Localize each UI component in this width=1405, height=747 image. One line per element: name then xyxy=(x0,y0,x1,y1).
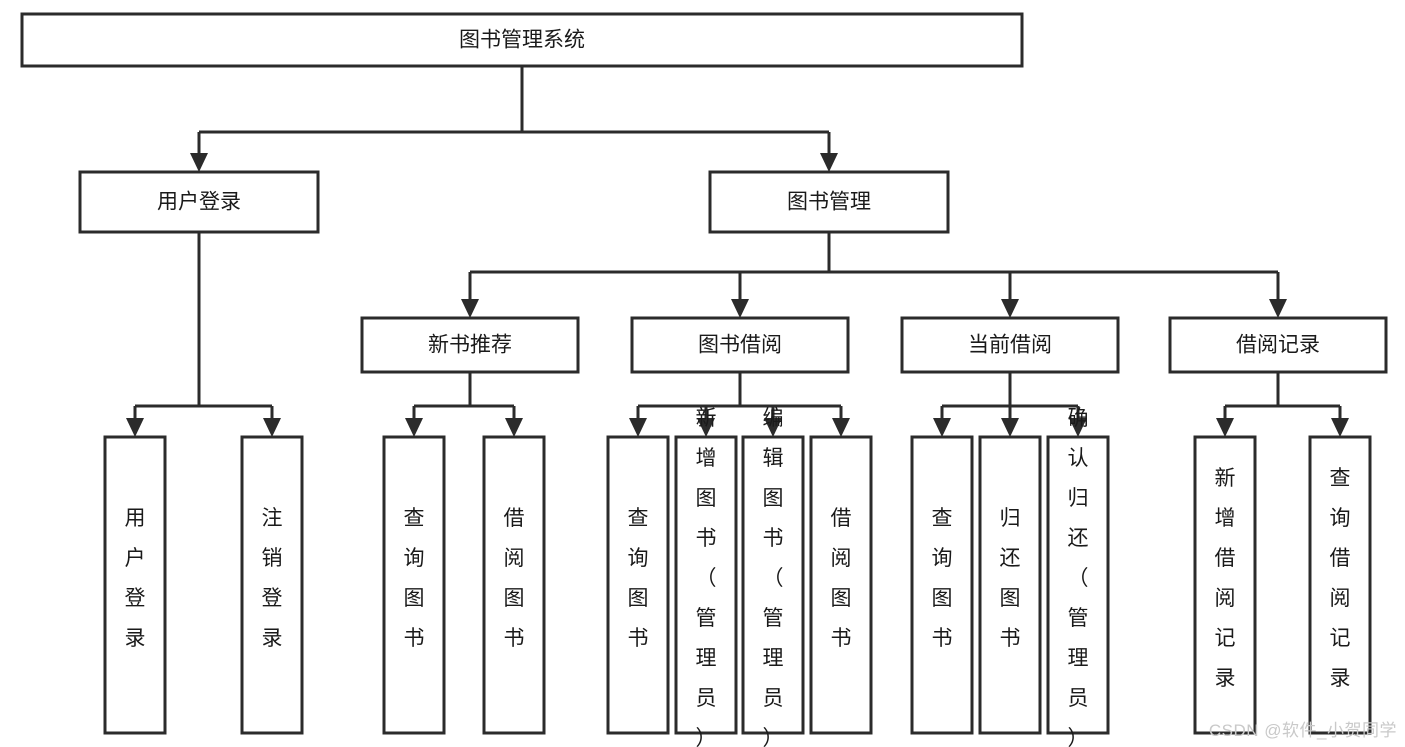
leaf-current-2-label: 归还图书 xyxy=(1000,507,1021,650)
leaf-current-1[interactable]: 查询图书 xyxy=(910,435,974,735)
leaf-user-login-2[interactable]: 注销登录 xyxy=(240,435,304,735)
leaf-record-1-label: 新增借阅记录 xyxy=(1215,467,1236,690)
leaf-current-3[interactable]: 确认归还（管理员） xyxy=(1046,407,1110,747)
node-borrow-record[interactable]: 借阅记录 xyxy=(1168,316,1388,374)
node-user-login[interactable]: 用户登录 xyxy=(78,170,320,234)
leaf-borrow-3[interactable]: 编辑图书（管理员） xyxy=(741,407,805,747)
node-current-borrow[interactable]: 当前借阅 xyxy=(900,316,1120,374)
node-new-book[interactable]: 新书推荐 xyxy=(360,316,580,374)
leaf-borrow-1-label: 查询图书 xyxy=(628,507,649,650)
leaf-current-2[interactable]: 归还图书 xyxy=(978,435,1042,735)
edge-new-book-to-leaves xyxy=(405,372,523,437)
leaf-borrow-4[interactable]: 借阅图书 xyxy=(809,435,873,735)
leaf-record-2-label: 查询借阅记录 xyxy=(1330,467,1351,690)
edge-user-login-to-leaves xyxy=(126,232,281,437)
leaf-borrow-1[interactable]: 查询图书 xyxy=(606,435,670,735)
csdn-watermark: CSDN @软件_小贺同学 xyxy=(1208,721,1397,740)
edge-root-to-level1 xyxy=(190,66,838,172)
node-new-book-label: 新书推荐 xyxy=(428,334,512,357)
node-borrow[interactable]: 图书借阅 xyxy=(630,316,850,374)
leaf-current-3-label: 确认归还（管理员） xyxy=(1068,407,1089,747)
node-current-borrow-label: 当前借阅 xyxy=(968,334,1052,357)
leaf-new-book-1-label: 查询图书 xyxy=(404,507,425,650)
node-user-login-label: 用户登录 xyxy=(157,191,241,214)
leaf-user-login-2-label: 注销登录 xyxy=(262,507,283,650)
node-book-manage-label: 图书管理 xyxy=(787,191,871,214)
leaf-user-login-1-label: 用户登录 xyxy=(125,507,146,650)
edge-borrow-to-leaves xyxy=(629,372,850,437)
node-book-manage[interactable]: 图书管理 xyxy=(708,170,950,234)
leaf-record-2[interactable]: 查询借阅记录 xyxy=(1308,435,1372,735)
leaf-borrow-2[interactable]: 新增图书（管理员） xyxy=(674,407,738,747)
leaf-new-book-2[interactable]: 借阅图书 xyxy=(482,435,546,735)
leaf-borrow-2-label: 新增图书（管理员） xyxy=(696,407,717,747)
leaf-borrow-3-label: 编辑图书（管理员） xyxy=(763,407,784,747)
node-root-label: 图书管理系统 xyxy=(459,29,585,52)
edge-record-to-leaves xyxy=(1216,372,1349,437)
node-borrow-record-label: 借阅记录 xyxy=(1236,334,1320,357)
leaf-record-1[interactable]: 新增借阅记录 xyxy=(1193,435,1257,735)
leaf-borrow-4-label: 借阅图书 xyxy=(831,507,852,650)
node-root[interactable]: 图书管理系统 xyxy=(20,12,1024,68)
node-borrow-label: 图书借阅 xyxy=(698,334,782,357)
leaf-current-1-label: 查询图书 xyxy=(932,507,953,650)
leaf-new-book-2-label: 借阅图书 xyxy=(504,507,525,650)
edge-current-to-leaves xyxy=(933,372,1087,437)
leaf-user-login-1[interactable]: 用户登录 xyxy=(103,435,167,735)
leaf-new-book-1[interactable]: 查询图书 xyxy=(382,435,446,735)
edge-book-manage-to-level2 xyxy=(461,232,1287,318)
